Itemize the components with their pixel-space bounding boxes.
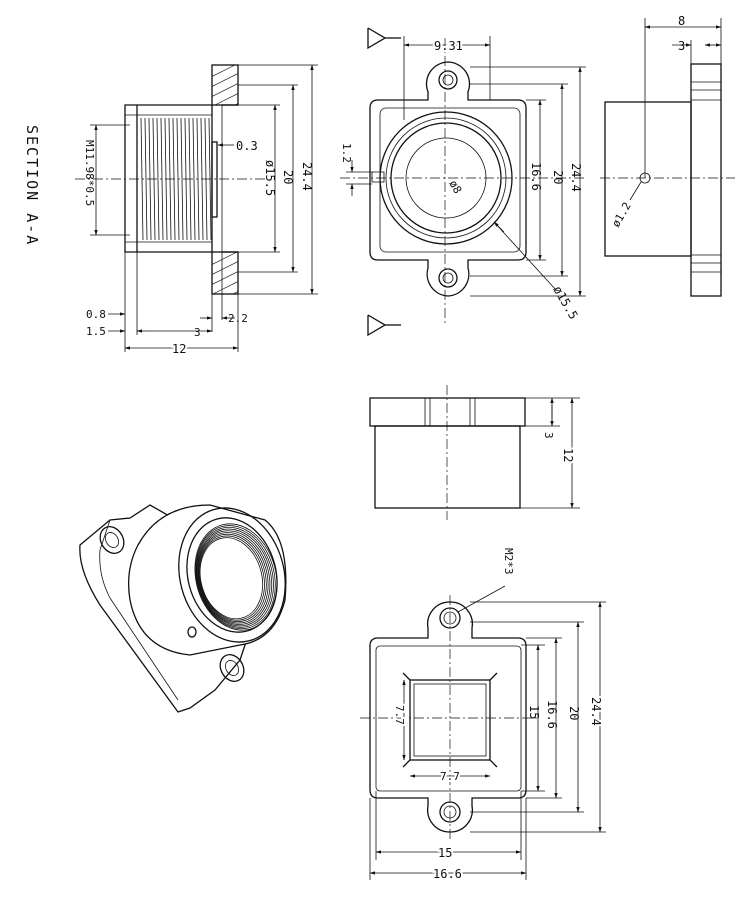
dim-m2: M2*3 <box>502 548 515 575</box>
dim-8: 8 <box>678 14 685 28</box>
dim-2-2: 2.2 <box>228 312 248 325</box>
dim-24-4-rear: 24.4 <box>589 697 603 726</box>
front-view: 9.31 1.2 ø8 16.6 20 24.4 ø15.5 <box>340 27 586 337</box>
dim-0-3: 0.3 <box>236 139 258 153</box>
rear-view: M2*3 7.7 7.7 15 16.6 20 24.4 15 16.6 <box>360 548 606 883</box>
dim-15-rear: 15 <box>527 705 541 719</box>
dim-16-6-rear: 16.6 <box>545 700 559 729</box>
dim-0-8: 0.8 <box>86 308 106 321</box>
bottom-side-view: 3 12 <box>369 385 580 520</box>
dim-7-7-v: 7.7 <box>393 705 406 725</box>
dim-15-rear-w: 15 <box>438 846 452 860</box>
dim-1-5: 1.5 <box>86 325 106 338</box>
section-view: M11.98*0.5 0.3 ø15.5 20 24.4 0.8 1.5 2.2… <box>75 64 318 358</box>
dim-3-bottom: 3 <box>542 432 555 439</box>
dim-12-bottom: 12 <box>561 448 575 462</box>
dim-3: 3 <box>194 326 201 339</box>
dim-20: 20 <box>281 170 295 184</box>
dim-dia-15-5-front: ø15.5 <box>550 284 580 322</box>
dim-20-front: 20 <box>551 170 565 184</box>
dim-dia-8: ø8 <box>446 178 464 196</box>
dim-12: 12 <box>172 342 186 356</box>
dim-24-4: 24.4 <box>300 162 314 191</box>
dim-1-2: 1.2 <box>340 143 353 163</box>
dim-dia-15-5: ø15.5 <box>263 160 277 196</box>
side-view: 8 3 ø1.2 <box>600 14 735 297</box>
dim-20-rear: 20 <box>567 706 581 720</box>
dim-dia-1-2: ø1.2 <box>609 200 634 229</box>
section-label: SECTION A-A <box>23 125 41 246</box>
dim-24-4-front: 24.4 <box>569 163 583 192</box>
dim-7-7-h: 7.7 <box>440 770 460 783</box>
isometric-view <box>79 504 287 713</box>
dim-16-6-rear-w: 16.6 <box>433 867 462 881</box>
dim-9-31: 9.31 <box>434 39 463 53</box>
dim-3-side: 3 <box>678 39 685 53</box>
thread-label: M11.98*0.5 <box>83 140 96 206</box>
dim-16-6: 16.6 <box>529 162 543 191</box>
